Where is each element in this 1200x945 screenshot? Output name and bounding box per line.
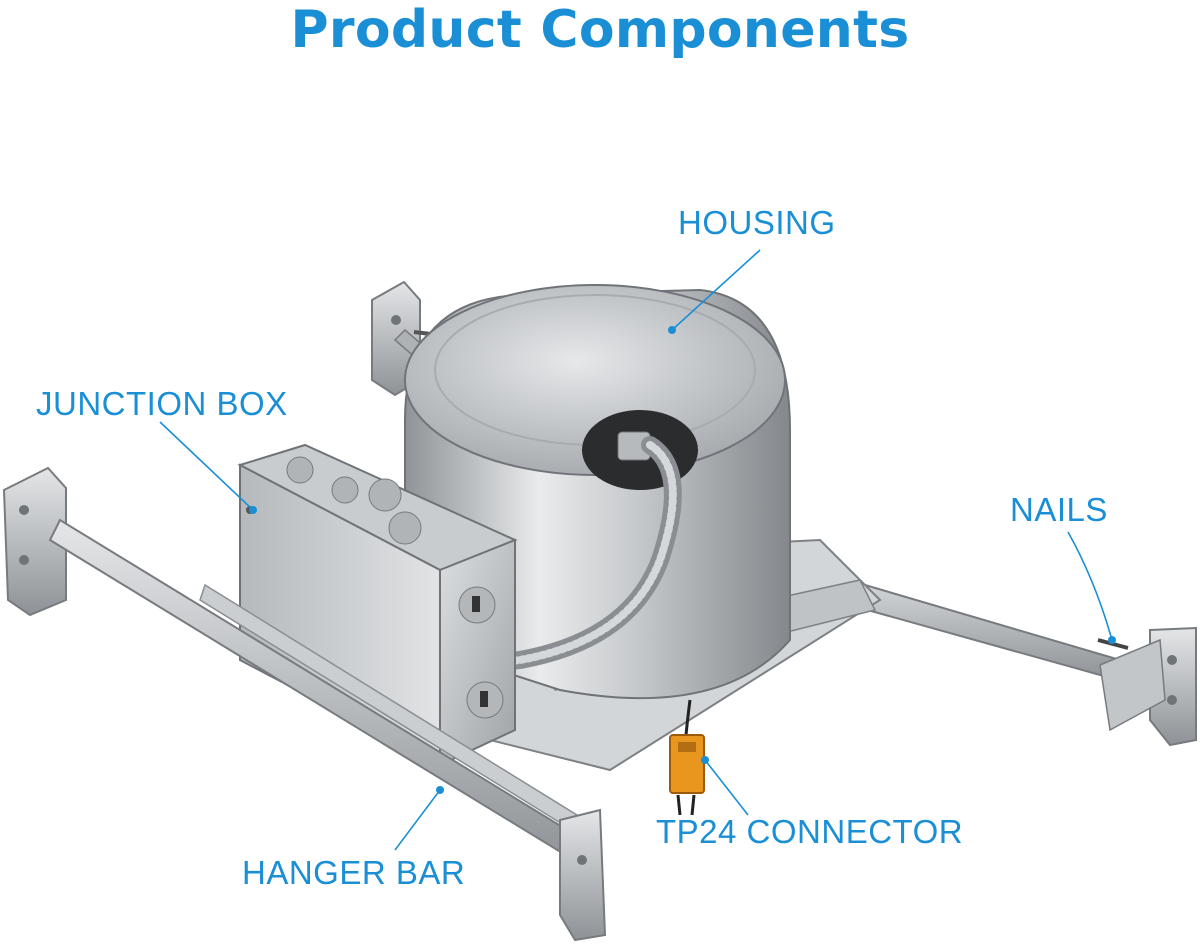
nails-leader-dot — [1108, 636, 1116, 644]
page-title: Product Components — [290, 0, 910, 60]
housing-leader-dot — [668, 326, 676, 334]
left-hanger-bar — [2, 466, 607, 942]
tp24-connector — [669, 699, 705, 816]
label-hanger-bar: HANGER BAR — [242, 854, 466, 891]
label-tp24-connector: TP24 CONNECTOR — [656, 813, 964, 850]
junction-box — [237, 443, 518, 767]
label-nails: NAILS — [1010, 491, 1108, 528]
label-housing: HOUSING — [678, 204, 836, 241]
junction-box-leader-dot — [249, 506, 257, 514]
tp24-leader-line — [704, 759, 749, 816]
hanger-bar-leader-line — [394, 789, 441, 851]
tp24-leader-dot — [701, 756, 709, 764]
junction-box-leader-line — [159, 421, 254, 511]
housing-leader-line — [671, 249, 761, 331]
hanger-bar-leader-dot — [436, 786, 444, 794]
label-junction-box: JUNCTION BOX — [36, 385, 288, 422]
nails-leader-line — [1067, 531, 1113, 641]
right-nail — [1097, 638, 1129, 650]
